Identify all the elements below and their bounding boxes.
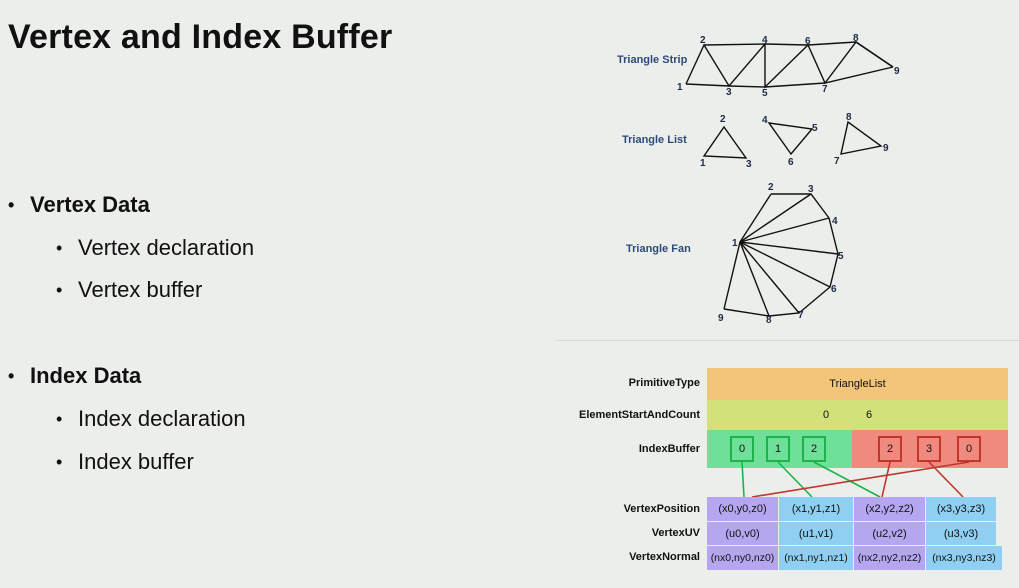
vnorm-cell-3: (nx3,ny3,nz3)	[926, 546, 1002, 570]
strip-v7: 7	[822, 84, 828, 95]
list-v7: 7	[834, 156, 840, 167]
bullet-index-data: •Index Data	[8, 363, 142, 388]
index-box-r0: 2	[878, 436, 902, 462]
bullet-vertex-declaration: •Vertex declaration	[56, 235, 255, 260]
fan-v6: 6	[831, 284, 837, 295]
index-box-r1: 3	[917, 436, 941, 462]
strip-v2: 2	[700, 35, 706, 46]
strip-top	[703, 41, 894, 68]
fan-v2: 2	[768, 182, 774, 193]
list-v2: 2	[720, 114, 726, 125]
strip-v5: 5	[762, 88, 768, 99]
fan-rim	[723, 193, 839, 317]
list-tri-3	[840, 120, 883, 155]
element-count-value: 6	[866, 409, 873, 421]
index-box-g0: 0	[730, 436, 754, 462]
list-tri-1	[702, 125, 748, 159]
conn-g2	[813, 461, 881, 498]
vuv-cell-1: (u1,v1)	[779, 522, 854, 545]
list-v8: 8	[846, 112, 852, 123]
conn-g1	[777, 461, 813, 498]
list-v3: 3	[746, 159, 752, 170]
bullet-vertex-buffer: •Vertex buffer	[56, 277, 203, 302]
vertex-position-label: VertexPosition	[623, 503, 700, 515]
vnorm-cell-2: (nx2,ny2,nz2)	[854, 546, 926, 570]
vertex-normal-label: VertexNormal	[629, 551, 700, 563]
vnorm-cell-1: (nx1,ny1,nz1)	[779, 546, 854, 570]
fan-spokes	[723, 193, 839, 317]
conn-g0	[741, 461, 745, 498]
primitive-type-label: PrimitiveType	[628, 377, 700, 389]
element-start-count-cell: 0 6	[707, 400, 1008, 430]
element-start-value: 0	[823, 409, 830, 421]
bullet-vertex-data: •Vertex Data	[8, 192, 150, 217]
strip-v4: 4	[762, 35, 768, 46]
fan-v4: 4	[832, 216, 838, 227]
list-v1: 1	[700, 158, 706, 169]
vuv-cell-0: (u0,v0)	[707, 522, 779, 545]
fan-v7: 7	[798, 310, 804, 321]
strip-v6: 6	[805, 36, 811, 47]
strip-v8: 8	[853, 33, 859, 44]
conn-r0	[881, 461, 891, 498]
list-tri-2	[767, 122, 814, 156]
strip-v1: 1	[677, 82, 683, 93]
section-divider	[555, 340, 1019, 341]
strip-v9: 9	[894, 66, 900, 77]
fan-v8: 8	[766, 315, 772, 326]
triangle-list-label: Triangle List	[622, 134, 687, 146]
fan-v1: 1	[732, 238, 738, 249]
index-box-r2: 0	[957, 436, 981, 462]
list-v6: 6	[788, 157, 794, 168]
bullet-index-buffer: •Index buffer	[56, 449, 194, 474]
triangle-diagrams: 1 2 3 4 5 6 7 8 9 1 2 3 4 5 6 7 8 9 1 2 …	[677, 33, 900, 326]
vpos-cell-1: (x1,y1,z1)	[779, 497, 854, 521]
vpos-cell-0: (x0,y0,z0)	[707, 497, 779, 521]
vpos-cell-2: (x2,y2,z2)	[854, 497, 926, 521]
list-v4: 4	[762, 115, 768, 126]
fan-v3: 3	[808, 184, 814, 195]
vnorm-cell-0: (nx0,ny0,nz0)	[707, 546, 779, 570]
list-v5: 5	[812, 123, 818, 134]
index-buffer-label: IndexBuffer	[638, 443, 700, 455]
index-box-g2: 2	[802, 436, 826, 462]
fan-v9: 9	[718, 313, 724, 324]
bullet-index-declaration: •Index declaration	[56, 406, 246, 431]
conn-r2	[751, 461, 970, 498]
vpos-cell-3: (x3,y3,z3)	[926, 497, 996, 521]
vuv-cell-3: (u3,v3)	[926, 522, 996, 545]
triangle-strip-label: Triangle Strip	[617, 54, 688, 66]
triangle-fan-label: Triangle Fan	[626, 243, 691, 255]
strip-v3: 3	[726, 87, 732, 98]
fan-v5: 5	[838, 251, 844, 262]
list-v9: 9	[883, 143, 889, 154]
vuv-cell-2: (u2,v2)	[854, 522, 926, 545]
primitive-type-cell: TriangleList	[707, 368, 1008, 400]
vertex-uv-label: VertexUV	[651, 527, 700, 539]
element-start-count-label: ElementStartAndCount	[579, 409, 700, 421]
slide-title: Vertex and Index Buffer	[8, 18, 393, 56]
index-box-g1: 1	[766, 436, 790, 462]
strip-bottom	[685, 66, 894, 88]
